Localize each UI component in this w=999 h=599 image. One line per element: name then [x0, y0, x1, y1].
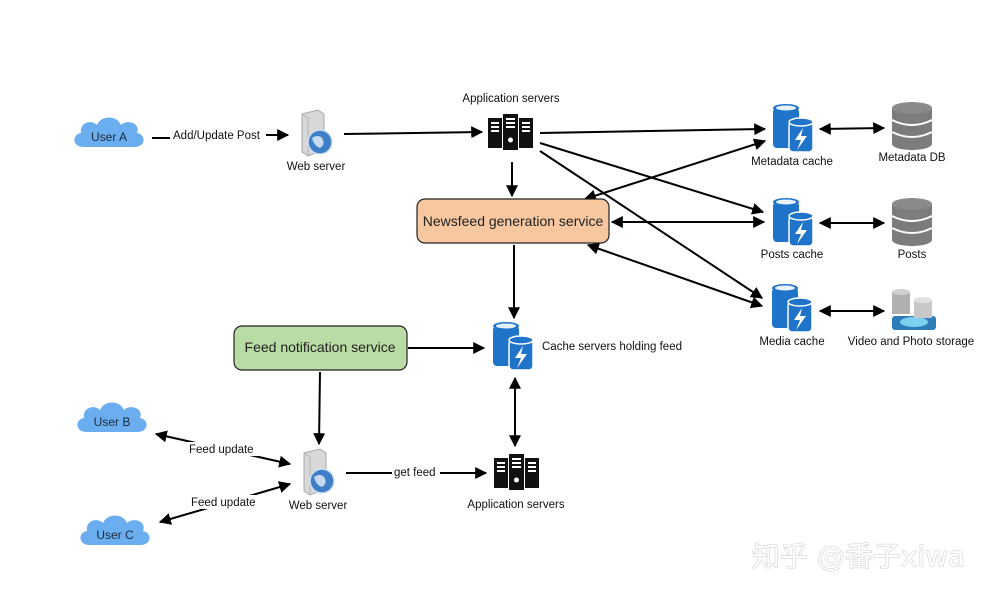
user-a-label: User A	[91, 130, 127, 144]
edge-label-feed-update-c: Feed update	[191, 497, 256, 509]
edge-metadatacache-db	[818, 122, 886, 135]
server-rack-icon	[488, 114, 533, 150]
user-b-label: User B	[94, 415, 131, 429]
edge-newsfeed-mediacache	[586, 242, 764, 309]
posts-db-label: Posts	[898, 249, 927, 261]
edge-webserver-appservers	[343, 126, 484, 139]
app-servers-bottom-node[interactable]: Application servers	[467, 454, 565, 511]
web-server-top-label: Web server	[287, 161, 346, 173]
edge-newsfeed-metadatacache	[583, 138, 767, 202]
feed-notification-label: Feed notification service	[245, 339, 396, 355]
database-icon	[891, 197, 933, 247]
cache-icon	[772, 197, 814, 247]
edge-notification-webserver	[313, 371, 326, 446]
web-server-top-node[interactable]: Web server	[287, 109, 346, 173]
metadata-cache-label: Metadata cache	[751, 156, 833, 168]
media-cache-label: Media cache	[759, 336, 824, 348]
app-servers-top-node[interactable]: Application servers	[462, 93, 560, 150]
feed-cache-node[interactable]: Cache servers holding feed	[492, 321, 682, 371]
metadata-cache-node[interactable]: Metadata cache	[751, 103, 833, 168]
feed-notification-service[interactable]: Feed notification service	[233, 325, 408, 371]
user-b-node[interactable]: User B	[77, 402, 147, 433]
cache-icon	[492, 321, 534, 371]
edge-label-get-feed: get feed	[394, 467, 436, 479]
edge-label-add-update-post: Add/Update Post	[173, 130, 261, 142]
web-server-bottom-node[interactable]: Web server	[289, 448, 348, 512]
media-storage-node[interactable]: Video and Photo storage	[848, 289, 974, 348]
app-servers-bottom-label: Application servers	[467, 499, 564, 511]
feed-cache-label: Cache servers holding feed	[542, 341, 682, 353]
web-server-icon	[301, 109, 333, 157]
user-c-node[interactable]: User C	[80, 515, 150, 546]
posts-cache-node[interactable]: Posts cache	[761, 197, 824, 261]
server-rack-icon	[494, 454, 539, 490]
app-servers-top-label: Application servers	[462, 93, 559, 105]
newsfeed-generation-service[interactable]: Newsfeed generation service	[416, 198, 610, 244]
media-cache-node[interactable]: Media cache	[759, 283, 825, 348]
storage-icon	[892, 289, 936, 330]
database-icon	[891, 101, 933, 151]
posts-cache-label: Posts cache	[761, 249, 824, 261]
cache-icon	[771, 283, 813, 333]
user-c-label: User C	[96, 528, 134, 542]
web-server-icon	[303, 448, 335, 496]
metadata-db-label: Metadata DB	[878, 152, 945, 164]
watermark: 知乎 @番子xiwa	[752, 540, 965, 573]
posts-db-node[interactable]: Posts	[891, 197, 933, 261]
metadata-db-node[interactable]: Metadata DB	[878, 101, 946, 164]
cache-icon	[772, 103, 814, 153]
user-a-node[interactable]: User A	[74, 117, 144, 148]
web-server-bottom-label: Web server	[289, 500, 348, 512]
edge-label-feed-update-b: Feed update	[189, 444, 254, 456]
edge-app-metadatacache	[539, 123, 767, 136]
newsfeed-generation-label: Newsfeed generation service	[423, 213, 604, 229]
media-storage-label: Video and Photo storage	[848, 336, 974, 348]
